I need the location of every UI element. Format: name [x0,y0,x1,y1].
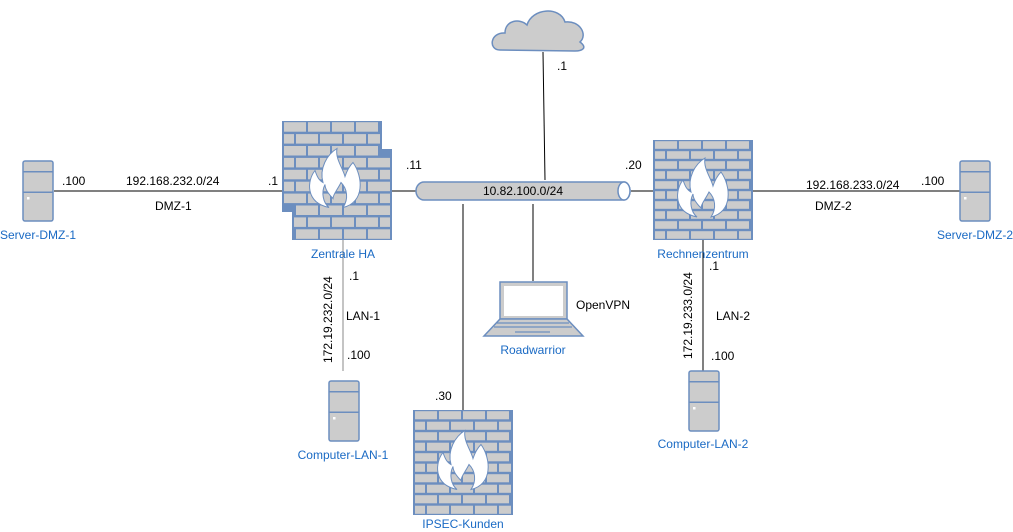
zentrale-lan-ip: .1 [349,269,359,283]
lan1-name: LAN-1 [346,309,380,323]
backbone-subnet-label: 10.82.100.0/24 [483,184,563,198]
computer-lan2-name: Computer-LAN-2 [658,437,749,451]
server-dmz1-ip: .100 [62,174,86,188]
server-icon[interactable] [22,160,54,222]
server-dmz2-name: Server-DMZ-2 [937,228,1013,242]
server-icon[interactable] [959,160,991,222]
lan1-subnet: 172.19.232.0/24 [321,276,335,363]
backbone-bus[interactable] [415,181,631,201]
zentrale-dmz-ip: .1 [268,174,278,188]
rechenzentrum-lan-ip: .1 [709,259,719,273]
dmz1-subnet: 192.168.232.0/24 [126,174,220,188]
firewall-icon[interactable] [282,121,392,240]
lan2-name: LAN-2 [716,309,750,323]
cloud-icon[interactable] [491,10,585,52]
dmz2-name: DMZ-2 [815,199,852,213]
zentrale-backbone-ip: .11 [406,158,422,172]
server-dmz2-ip: .100 [921,174,945,188]
rechenzentrum-backbone-ip: .20 [625,158,642,172]
firewall-icon[interactable] [653,140,753,240]
rechenzentrum-name: Rechnenzentrum [657,247,748,261]
computer-lan1-name: Computer-LAN-1 [298,448,389,462]
server-icon[interactable] [688,370,720,432]
computer-lan2-ip: .100 [711,349,735,363]
internet-ip-label: .1 [557,59,567,73]
roadwarrior-name: Roadwarrior [500,343,565,357]
links [54,51,960,410]
server-dmz1-name: Server-DMZ-1 [0,228,76,242]
lan2-subnet: 172.19.233.0/24 [681,272,695,359]
ipsec-ip: .30 [435,389,452,403]
server-icon[interactable] [328,380,360,442]
firewall-icon[interactable] [413,410,513,515]
laptop-icon[interactable] [482,281,585,337]
dmz1-name: DMZ-1 [155,199,192,213]
zentrale-name: Zentrale HA [311,247,375,261]
openvpn-label: OpenVPN [576,298,630,312]
computer-lan1-ip: .100 [347,348,371,362]
ipsec-name: IPSEC-Kunden [422,517,503,531]
link-internet-backbone [542,51,546,181]
dmz2-subnet: 192.168.233.0/24 [806,178,900,192]
